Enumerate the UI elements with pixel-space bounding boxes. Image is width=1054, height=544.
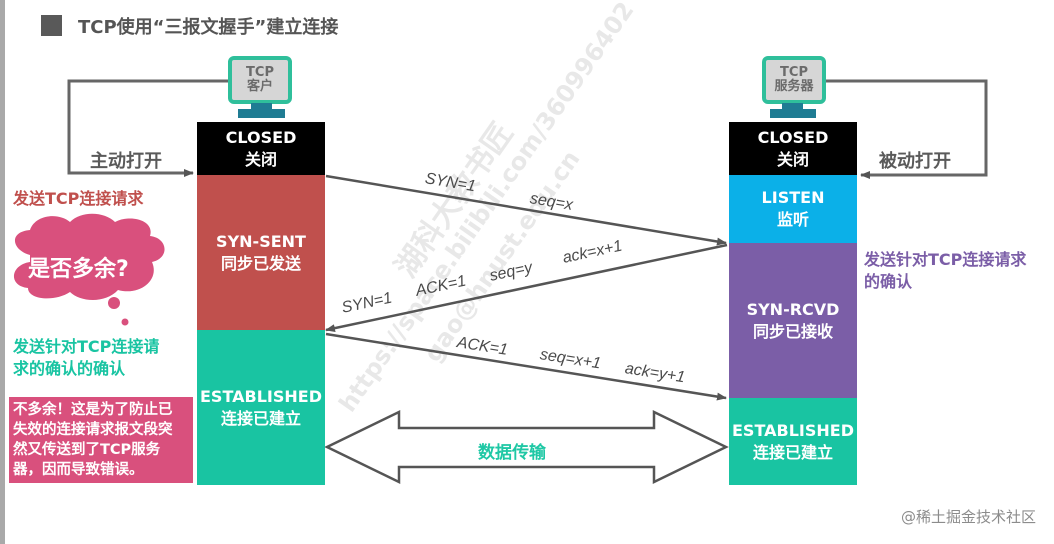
server-state-syn-rcvd-en: SYN-RCVD	[746, 299, 840, 319]
client-computer-icon: TCP 客户	[228, 56, 292, 104]
server-state-established: ESTABLISHED 连接已建立	[729, 398, 857, 485]
client-monitor-stand	[251, 103, 272, 109]
server-state-closed-zh: 关闭	[776, 149, 809, 169]
client-monitor-base	[238, 109, 285, 118]
thought-bubble	[13, 213, 165, 300]
ack-of-ack-line-1: 发送针对TCP连接请	[13, 337, 160, 356]
client-state-syn-sent: SYN-SENT 同步已发送	[197, 175, 325, 330]
client-state-syn-sent-en: SYN-SENT	[216, 231, 306, 251]
active-open-label: 主动打开	[90, 151, 162, 172]
left-edge-bar	[0, 0, 5, 544]
syn-arrow	[325, 174, 727, 246]
client-state-closed-en: CLOSED	[225, 127, 297, 147]
passive-open-label: 被动打开	[879, 151, 951, 172]
data-transfer-label: 数据传输	[478, 443, 546, 463]
server-state-closed: CLOSED 关闭	[729, 122, 857, 175]
server-state-closed-en: CLOSED	[757, 127, 829, 147]
server-ack-line-2: 的确认	[864, 272, 913, 291]
client-state-established-zh: 连接已建立	[220, 408, 301, 428]
thought-bubble-dot-small	[121, 318, 129, 326]
thought-bubble-text: 是否多余?	[28, 257, 129, 282]
client-state-established-en: ESTABLISHED	[200, 386, 322, 406]
server-state-listen-zh: 监听	[776, 210, 809, 229]
ack-of-ack-note: 发送针对TCP连接请 求的确认的确认	[13, 336, 159, 380]
server-monitor-base	[770, 109, 816, 118]
server-device-label-1: TCP	[780, 65, 808, 80]
server-ack-note: 发送针对TCP连接请求 的确认	[864, 249, 1026, 293]
client-state-established: ESTABLISHED 连接已建立	[197, 330, 325, 485]
send-request-note: 发送TCP连接请求	[13, 189, 144, 208]
server-device-label-2: 服务器	[774, 79, 814, 94]
server-monitor-stand	[782, 103, 803, 109]
footer-credit: @稀土掘金技术社区	[900, 508, 1036, 526]
server-ack-line-1: 发送针对TCP连接请求	[864, 250, 1027, 269]
syn-ack-arrow	[325, 243, 728, 333]
page-title: TCP使用“三报文握手”建立连接	[78, 17, 339, 38]
client-state-closed: CLOSED 关闭	[197, 122, 325, 175]
server-state-syn-rcvd: SYN-RCVD 同步已接收	[729, 243, 857, 398]
client-state-closed-zh: 关闭	[244, 149, 277, 169]
ack-arrow	[325, 332, 727, 401]
server-computer-icon: TCP 服务器	[762, 56, 826, 104]
explanation-line-4: 器，因而导致错误。	[13, 462, 144, 478]
passive-open-arrow	[826, 79, 988, 179]
data-transfer-double-arrow	[324, 410, 729, 484]
active-open-arrow	[67, 79, 228, 177]
title-bullet-icon	[41, 15, 62, 36]
explanation-line-3: 然又传送到了TCP服务	[13, 442, 161, 458]
server-state-established-zh: 连接已建立	[752, 442, 833, 462]
client-device-label-1: TCP	[246, 65, 274, 80]
server-state-established-en: ESTABLISHED	[732, 420, 854, 440]
thought-bubble-dot-large	[108, 297, 120, 309]
explanation-line-1: 不多余！这是为了防止已	[13, 402, 173, 418]
server-state-listen: LISTEN 监听	[729, 175, 857, 243]
ack-of-ack-line-2: 求的确认的确认	[13, 359, 126, 378]
server-state-syn-rcvd-zh: 同步已接收	[752, 321, 833, 341]
explanation-box: 不多余！这是为了防止已 失效的连接请求报文段突 然又传送到了TCP服务 器，因而…	[9, 397, 193, 483]
client-device-label-2: 客户	[246, 79, 273, 94]
explanation-line-2: 失效的连接请求报文段突	[13, 422, 173, 438]
server-state-listen-en: LISTEN	[761, 188, 825, 207]
client-state-syn-sent-zh: 同步已发送	[220, 253, 301, 273]
